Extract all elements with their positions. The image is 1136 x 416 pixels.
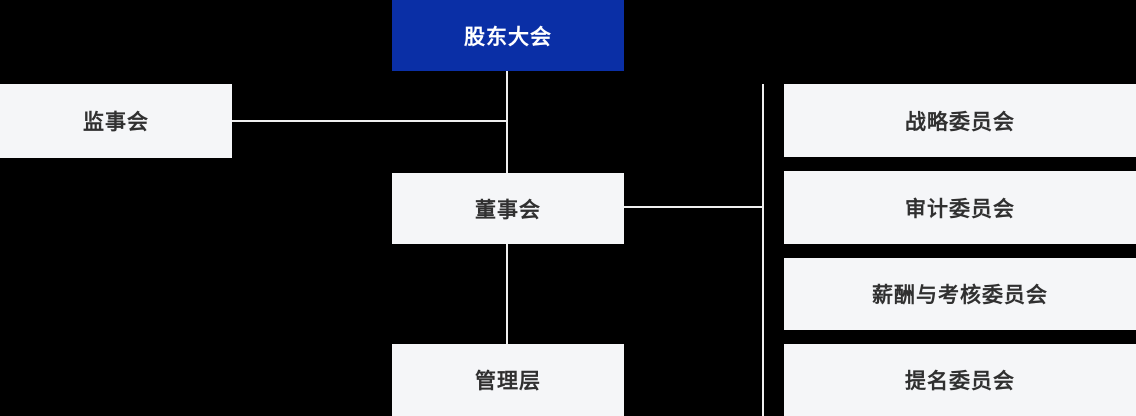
- org-node-label: 监事会: [83, 111, 149, 134]
- org-node-shareholders-meeting: 股东大会: [392, 0, 624, 71]
- org-node-supervisory-board: 监事会: [0, 84, 232, 158]
- org-node-management: 管理层: [392, 344, 624, 416]
- org-node-nomination-committee: 提名委员会: [784, 344, 1136, 416]
- connector-board-to-management: [506, 244, 508, 344]
- org-node-remuneration-appraisal-committee: 薪酬与考核委员会: [784, 258, 1136, 330]
- connector-committees-trunk: [762, 84, 764, 416]
- org-node-board-of-directors: 董事会: [392, 173, 624, 244]
- org-node-label: 战略委员会: [905, 110, 1015, 134]
- org-node-label: 股东大会: [464, 25, 552, 49]
- connector-board-to-committees: [624, 206, 763, 208]
- org-node-audit-committee: 审计委员会: [784, 171, 1136, 244]
- connector-supervisors-branch: [232, 120, 506, 122]
- org-node-label: 审计委员会: [905, 197, 1015, 221]
- org-node-label: 提名委员会: [905, 370, 1015, 393]
- org-node-label: 董事会: [475, 198, 541, 222]
- org-node-label: 管理层: [475, 370, 541, 393]
- connector-shareholders-to-board: [506, 71, 508, 173]
- org-node-label: 薪酬与考核委员会: [872, 284, 1048, 307]
- org-node-strategy-committee: 战略委员会: [784, 84, 1136, 157]
